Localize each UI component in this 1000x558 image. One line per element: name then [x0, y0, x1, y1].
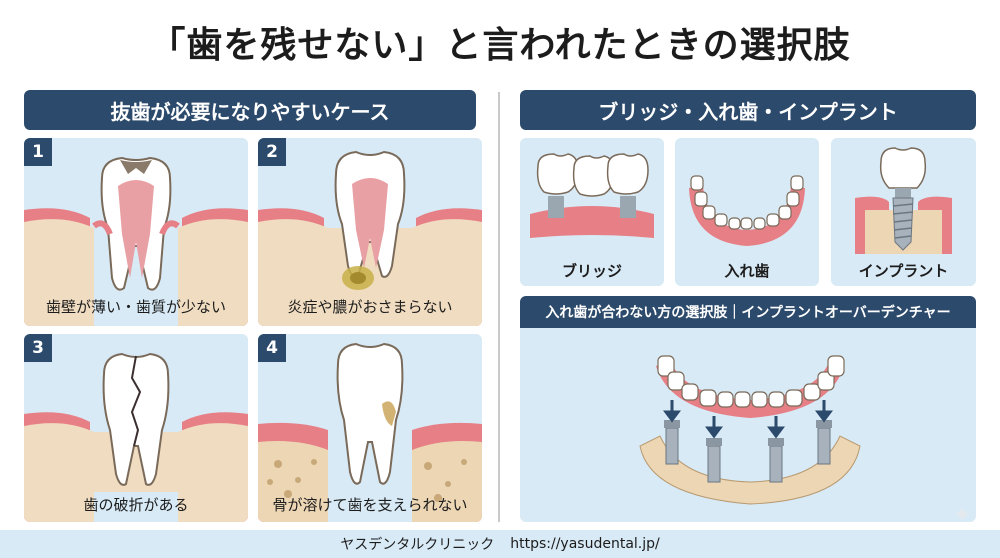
case-caption: 歯の破折がある	[83, 496, 189, 514]
case-number-badge: 4	[258, 334, 286, 362]
case-caption: 骨が溶けて歯を支えられない	[272, 496, 468, 514]
extraction-cases-heading: 抜歯が必要になりやすいケース	[24, 90, 476, 130]
case-number-badge: 2	[258, 138, 286, 166]
option-label: インプラント	[858, 262, 949, 280]
case-panel-fracture: 3 歯の破折がある	[24, 334, 248, 522]
option-card-bridge: ブリッジ	[520, 138, 664, 286]
page-title: 「歯を残せない」と言われたときの選択肢	[149, 25, 851, 66]
sparkle-icon: ✦	[953, 503, 972, 528]
bone-loss-tooth-illustration	[258, 342, 482, 522]
option-label: 入れ歯	[724, 262, 770, 280]
overdenture-panel: 入れ歯が合わない方の選択肢｜インプラントオーバーデンチャー	[520, 296, 976, 522]
treatment-options-heading: ブリッジ・入れ歯・インプラント	[520, 90, 976, 130]
overdenture-heading: 入れ歯が合わない方の選択肢｜インプラントオーバーデンチャー	[520, 296, 976, 328]
thin-wall-tooth-illustration	[24, 156, 248, 326]
option-card-implant: インプラント	[831, 138, 976, 286]
overdenture-illustration	[639, 355, 861, 505]
case-caption: 炎症や膿がおさまらない	[287, 298, 453, 316]
denture-illustration	[689, 175, 805, 246]
case-panel-inflammation: 2 炎症や膿がおさまらない	[258, 138, 482, 326]
case-panel-bone-loss: 4 骨が溶けて歯を支えられない	[258, 334, 482, 522]
footer: ヤスデンタルクリニック https://yasudental.jp/	[0, 530, 1000, 558]
clinic-name: ヤスデンタルクリニック	[340, 537, 495, 553]
case-panel-thin-wall: 1 歯壁が薄い・歯質が少ない	[24, 138, 248, 326]
inflammation-tooth-illustration	[258, 150, 482, 326]
case-number-badge: 3	[24, 334, 52, 362]
section-divider	[498, 92, 500, 522]
bridge-illustration	[530, 153, 654, 238]
option-card-denture: 入れ歯	[675, 138, 819, 286]
option-label: ブリッジ	[561, 262, 622, 280]
implant-illustration	[855, 147, 952, 254]
fractured-tooth-illustration	[24, 352, 248, 522]
clinic-url[interactable]: https://yasudental.jp/	[510, 536, 660, 552]
case-number-badge: 1	[24, 138, 52, 166]
case-caption: 歯壁が薄い・歯質が少ない	[45, 298, 226, 316]
